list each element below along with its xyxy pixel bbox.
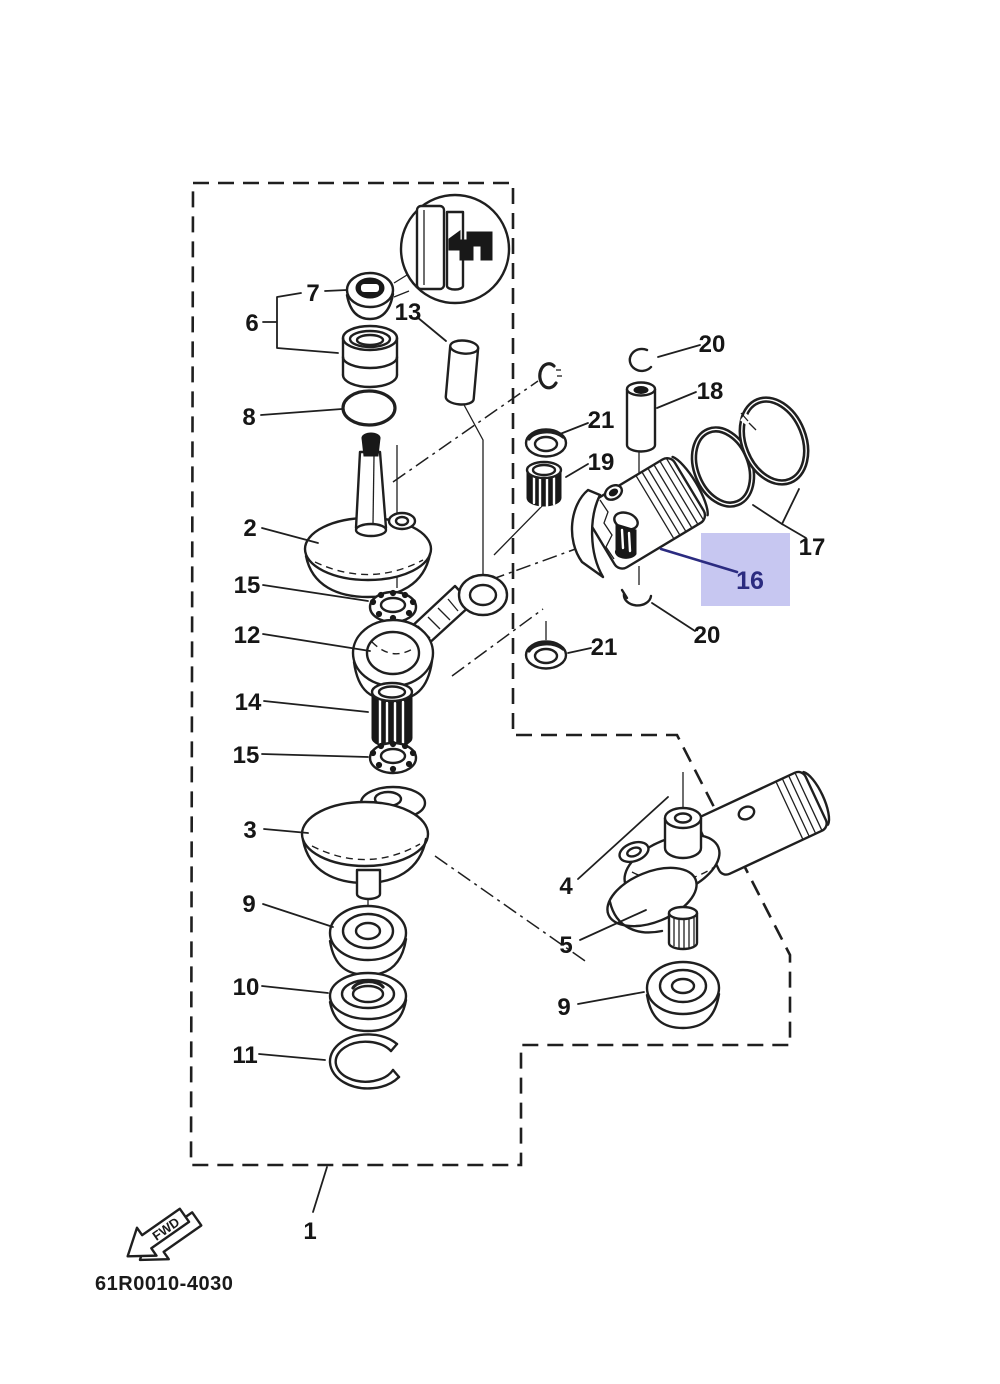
part-11-circlip bbox=[328, 1033, 401, 1090]
highlight-part-16 bbox=[701, 533, 790, 606]
part-16-piston bbox=[570, 455, 709, 579]
part-12-connecting-rod bbox=[351, 573, 509, 702]
boundary-outline bbox=[189, 181, 792, 1167]
part-label-10-11: 10 bbox=[233, 974, 260, 1001]
part-13-pin bbox=[444, 339, 480, 406]
part-label-3-9: 3 bbox=[243, 817, 256, 844]
part-label-12-6: 12 bbox=[234, 622, 261, 649]
part-10-oil-seal bbox=[328, 971, 408, 1033]
part-21-washer-bottom bbox=[524, 640, 568, 670]
part-label-17-17: 17 bbox=[799, 534, 826, 561]
part-label-21-15: 21 bbox=[588, 407, 615, 434]
leader-part-16 bbox=[659, 547, 739, 574]
part-label-4-21: 4 bbox=[559, 873, 573, 900]
part-label-9-23: 9 bbox=[557, 994, 570, 1021]
part-label-15-5: 15 bbox=[234, 572, 261, 599]
part-label-20-13: 20 bbox=[699, 331, 726, 358]
labels-layer: 7 6 13 8 2 15 12 14 15 3 9 10 11 20 18 21 19 17 16 20 21 4 5 9 1 bbox=[232, 280, 825, 1245]
part-7-bearing bbox=[345, 271, 410, 321]
leader-lines bbox=[258, 289, 807, 1213]
part-label-5-22: 5 bbox=[559, 932, 572, 959]
part-label-7-0: 7 bbox=[306, 280, 319, 307]
part-15-bearing-upper bbox=[368, 589, 418, 624]
part-15-bearing-lower bbox=[368, 740, 418, 775]
part-label-6-1: 6 bbox=[245, 310, 258, 337]
part-label-8-3: 8 bbox=[242, 404, 255, 431]
part-label-18-14: 18 bbox=[697, 378, 724, 405]
part-20-clip-top bbox=[628, 347, 653, 373]
part-label-19-16: 19 bbox=[588, 449, 615, 476]
part-4-5-assembled-crank bbox=[606, 770, 831, 951]
inset-detail-circle bbox=[399, 193, 511, 305]
part-8-oring bbox=[341, 389, 397, 427]
part-19-needle-bearing bbox=[525, 460, 563, 508]
part-label-2-4: 2 bbox=[243, 515, 256, 542]
fwd-arrow: FWD bbox=[126, 1207, 203, 1262]
part-21-washer-top bbox=[524, 428, 568, 458]
part-label-20-19: 20 bbox=[694, 622, 721, 649]
part-17-piston-rings bbox=[690, 396, 810, 508]
part-20-clip-bottom bbox=[620, 588, 653, 607]
part-label-15-8: 15 bbox=[233, 742, 260, 769]
part-label-14-7: 14 bbox=[235, 689, 262, 716]
part-3-crankshaft-lower bbox=[300, 785, 430, 901]
part-9-bearing-right bbox=[645, 960, 721, 1030]
part-label-16-18: 16 bbox=[736, 567, 764, 595]
part-14-needle-bearing bbox=[370, 681, 414, 750]
part-18-piston-pin bbox=[625, 381, 657, 453]
part-label-11-12: 11 bbox=[232, 1042, 257, 1069]
part-label-1-24: 1 bbox=[303, 1218, 316, 1245]
pin-clip-glyph bbox=[448, 230, 493, 261]
part-label-9-10: 9 bbox=[242, 891, 255, 918]
part-6-cup bbox=[341, 324, 399, 389]
centerlines bbox=[367, 380, 684, 964]
wrist-pin-clip-small bbox=[538, 362, 562, 390]
part-label-13-2: 13 bbox=[395, 299, 422, 326]
part-code: 61R0010-4030 bbox=[95, 1273, 233, 1295]
part-label-21-20: 21 bbox=[591, 634, 618, 661]
part-2-crankshaft-upper bbox=[303, 432, 433, 599]
part-9-bearing-left bbox=[328, 904, 408, 977]
